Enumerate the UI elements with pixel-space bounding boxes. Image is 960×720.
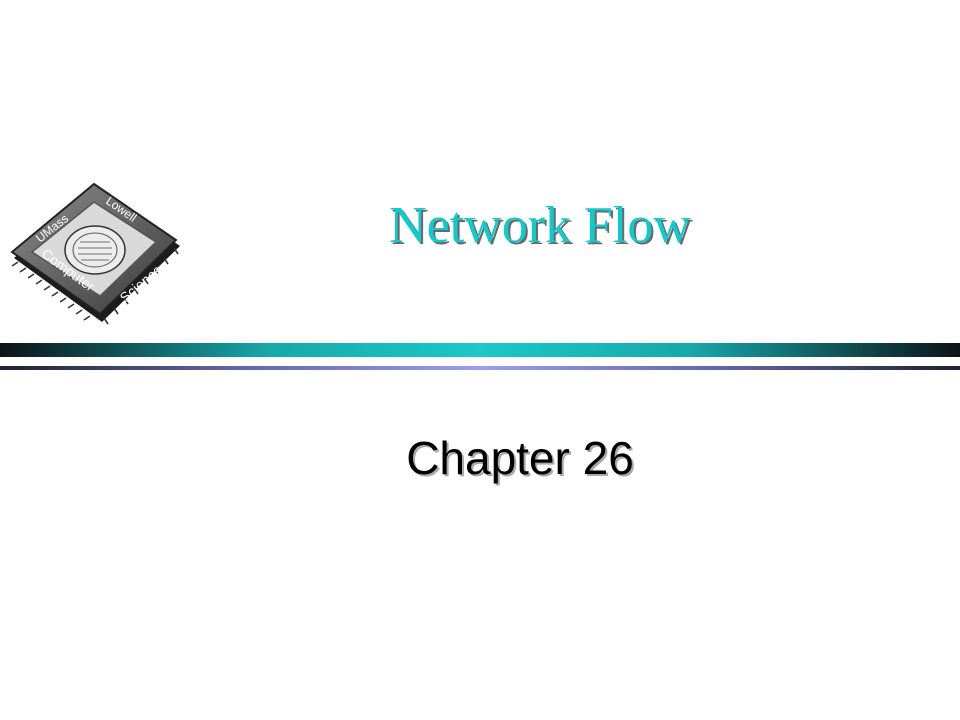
slide-title: Network Flow	[389, 197, 691, 254]
slide-subtitle: Chapter 26	[406, 432, 634, 484]
divider-bar-thick	[0, 343, 960, 357]
divider-bar-thin	[0, 366, 960, 370]
umass-lowell-cs-logo: UMass Lowell Computer Science	[10, 182, 180, 325]
